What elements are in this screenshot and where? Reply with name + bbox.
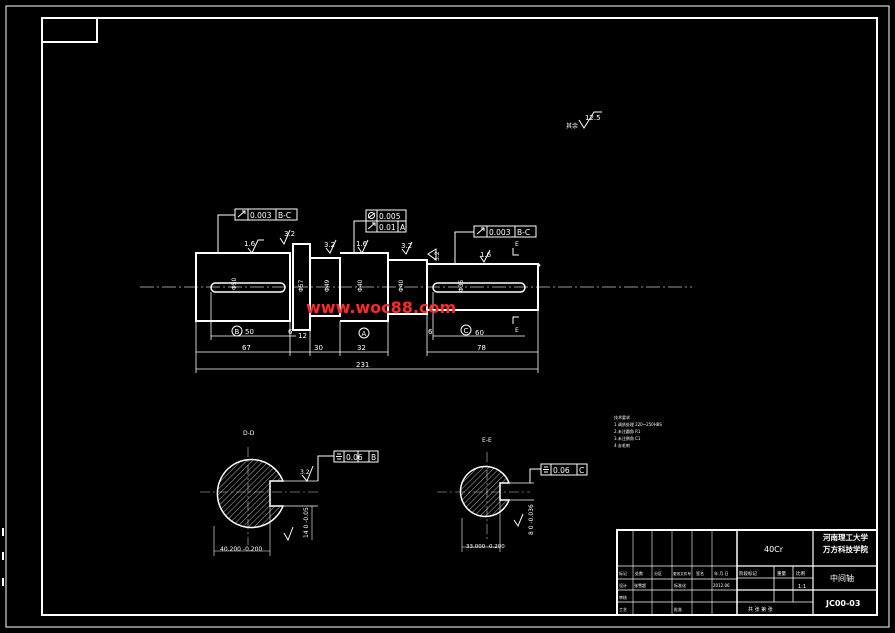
cut-e-bottom: E bbox=[515, 327, 519, 334]
designer-label: 设计 bbox=[619, 582, 627, 588]
note-2: 2.未注圆角 R1 bbox=[614, 428, 641, 434]
gdt-left-ref: B-C bbox=[278, 211, 291, 220]
scale: 1:1 bbox=[798, 584, 806, 590]
sec-right-depth: 8 0 -0.036 bbox=[528, 504, 535, 535]
section-left bbox=[200, 447, 320, 556]
title-block bbox=[616, 529, 878, 616]
note-3: 3.未注倒角 C1 bbox=[614, 435, 641, 441]
review-label: 审核 bbox=[619, 594, 627, 600]
datum-c: C bbox=[464, 327, 469, 335]
dim-key-left: 50 bbox=[245, 328, 254, 336]
dim-78: 78 bbox=[477, 344, 486, 352]
dim-6-left: 6 bbox=[288, 328, 293, 336]
watermark: www.woc88.com bbox=[306, 298, 456, 317]
dim-6-right: 6 bbox=[428, 328, 433, 336]
dimension-texts: 50 6 12 67 30 32 6 60 78 231 bbox=[242, 328, 486, 369]
dim-30: 30 bbox=[314, 344, 323, 352]
general-finish-value: 12.5 bbox=[585, 114, 601, 122]
rough-1: 1.6 bbox=[244, 240, 256, 248]
rough-2: 3.2 bbox=[284, 230, 295, 238]
section-label-left: D-D bbox=[243, 430, 255, 437]
section-left-annotations: 0.06 B 3.2 14 0 -0.05 40.200 -0.200 bbox=[220, 450, 379, 553]
dim-32: 32 bbox=[357, 344, 366, 352]
date: 2012.06 bbox=[713, 583, 730, 588]
sec-left-width: 40.200 -0.200 bbox=[220, 546, 262, 553]
gdt-left-runout: 0.003 B-C bbox=[217, 208, 298, 253]
school-line1: 河南理工大学 bbox=[823, 532, 868, 542]
dia-label-4: Φ40 bbox=[357, 279, 364, 292]
gdt-right-runout: 0.003 B-C bbox=[454, 225, 537, 264]
technical-notes: 技术要求 1.调质处理 220~250HBS 2.未注圆角 R1 3.未注倒角 … bbox=[614, 414, 662, 448]
section-right-annotations: 0.06 C 8 0 -0.036 33.000 -0.200 bbox=[466, 463, 588, 550]
school-line2: 万方科技学院 bbox=[822, 544, 868, 554]
sec-left-rough: 3.2 bbox=[300, 469, 310, 476]
datum-b: B bbox=[235, 328, 240, 336]
rough-7: 3.2 bbox=[434, 251, 441, 261]
note-4: 4.去毛刺 bbox=[614, 442, 630, 448]
designer-name: 张雪超 bbox=[634, 582, 646, 588]
dia-label-6: Φ35 bbox=[458, 279, 465, 292]
general-finish-prefix: 其余 bbox=[566, 122, 578, 130]
section-cut-e: E E bbox=[512, 241, 519, 334]
stage-label: 阶段标记 bbox=[739, 570, 757, 577]
sym-left-value: 0.06 bbox=[346, 453, 363, 462]
gdt-right-ref: B-C bbox=[517, 228, 530, 237]
dia-label-3: Φ49 bbox=[324, 279, 331, 292]
dim-12: 12 bbox=[298, 332, 307, 340]
gdt-mid: 0.005 0.01 A bbox=[353, 209, 407, 253]
material: 40Cr bbox=[764, 545, 784, 554]
approve-label: 批准 bbox=[674, 606, 682, 612]
datum-a: A bbox=[362, 330, 367, 338]
sym-right-ref: C bbox=[579, 466, 584, 475]
tb-row1-5: 年.月.日 bbox=[714, 570, 729, 576]
left-keyway bbox=[210, 282, 286, 293]
keyways bbox=[210, 282, 526, 293]
gdt-mid-cyl-value: 0.005 bbox=[379, 212, 401, 221]
title-block-text: 河南理工大学 万方科技学院 40Cr 中间轴 JC00-03 阶段标记 重量 比… bbox=[619, 532, 868, 613]
tb-row1-1: 处数 bbox=[635, 570, 643, 576]
gdt-mid-runout-value: 0.01 bbox=[379, 223, 396, 232]
right-keyway bbox=[432, 282, 526, 293]
sec-left-depth: 14 0 -0.05 bbox=[303, 507, 310, 538]
sec-right-width: 33.000 -0.200 bbox=[466, 544, 505, 550]
section-right bbox=[437, 452, 534, 552]
dim-67: 67 bbox=[242, 344, 251, 352]
part-name: 中间轴 bbox=[830, 573, 854, 583]
sheets: 共 张 第 张 bbox=[748, 606, 773, 613]
cut-e-top: E bbox=[515, 241, 519, 248]
weight-label: 重量 bbox=[777, 570, 786, 577]
rough-5: 3.2 bbox=[401, 242, 412, 250]
tb-row1-4: 签名 bbox=[696, 570, 704, 576]
drawing-frame bbox=[5, 5, 890, 628]
sym-left-ref: B bbox=[371, 453, 376, 462]
note-1: 1.调质处理 220~250HBS bbox=[614, 421, 662, 427]
section-label-right: E-E bbox=[482, 437, 492, 444]
gdt-mid-ref: A bbox=[400, 223, 406, 232]
gdt-left-value: 0.003 bbox=[250, 211, 272, 220]
rough-6: 1.6 bbox=[480, 251, 492, 259]
sym-right-value: 0.06 bbox=[553, 466, 570, 475]
roughness-symbols: 1.6 3.2 3.2 1.6 3.2 1.6 3.2 bbox=[244, 229, 492, 263]
dimension-lines bbox=[195, 292, 539, 373]
rough-4: 1.6 bbox=[356, 240, 368, 248]
gdt-right-value: 0.003 bbox=[489, 228, 511, 237]
dia-label-1: Φ50 bbox=[231, 277, 238, 290]
std-label: 标准化 bbox=[674, 582, 686, 588]
dim-231: 231 bbox=[356, 361, 369, 369]
diameter-labels: Φ50 Φ57 Φ49 Φ40 Φ40 Φ35 bbox=[231, 277, 465, 292]
dim-60: 60 bbox=[475, 329, 484, 337]
tb-row1-2: 分区 bbox=[654, 570, 662, 576]
process-label: 工艺 bbox=[619, 607, 627, 612]
note-0: 技术要求 bbox=[614, 414, 630, 420]
rough-3: 3.2 bbox=[324, 241, 335, 249]
dia-label-2: Φ57 bbox=[298, 279, 305, 292]
scale-label: 比例 bbox=[796, 570, 805, 577]
tb-row1-0: 标记 bbox=[619, 570, 627, 576]
tb-row1-3: 更改文件号 bbox=[673, 571, 691, 576]
general-surface-finish: 其余 12.5 bbox=[566, 111, 602, 130]
dia-label-5: Φ40 bbox=[398, 279, 405, 292]
drawing-no: JC00-03 bbox=[825, 599, 860, 608]
